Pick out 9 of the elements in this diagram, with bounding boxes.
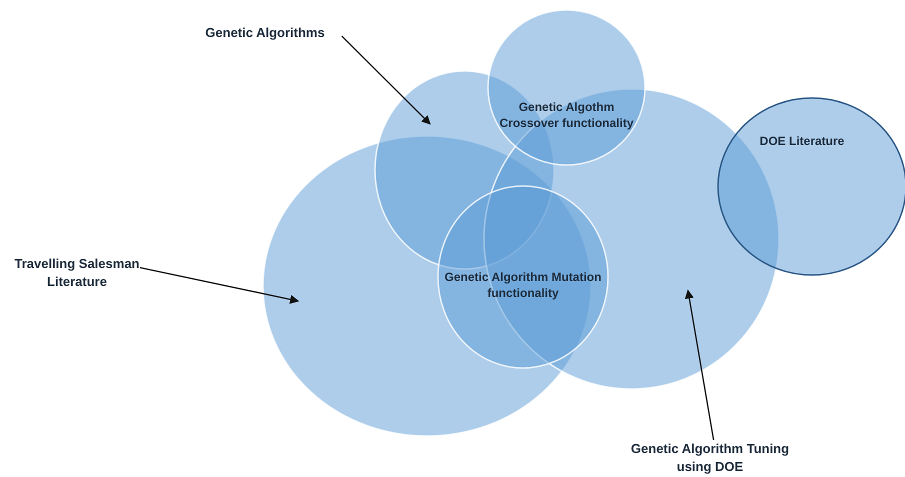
annotation-text: Genetic Algorithms [204, 24, 326, 42]
annotation-text: Travelling Salesman Literature [13, 255, 140, 290]
circle-label: DOE Literature [758, 133, 846, 150]
arrow [140, 266, 300, 304]
circle-label: Genetic Algorithm Mutation functionality [444, 269, 602, 302]
arrow [341, 36, 431, 125]
arrow [684, 289, 714, 440]
circle-label: Genetic Algothm Crossover functionality [498, 99, 635, 132]
annotation-text: Genetic Algorithm Tuning using DOE [630, 440, 790, 476]
